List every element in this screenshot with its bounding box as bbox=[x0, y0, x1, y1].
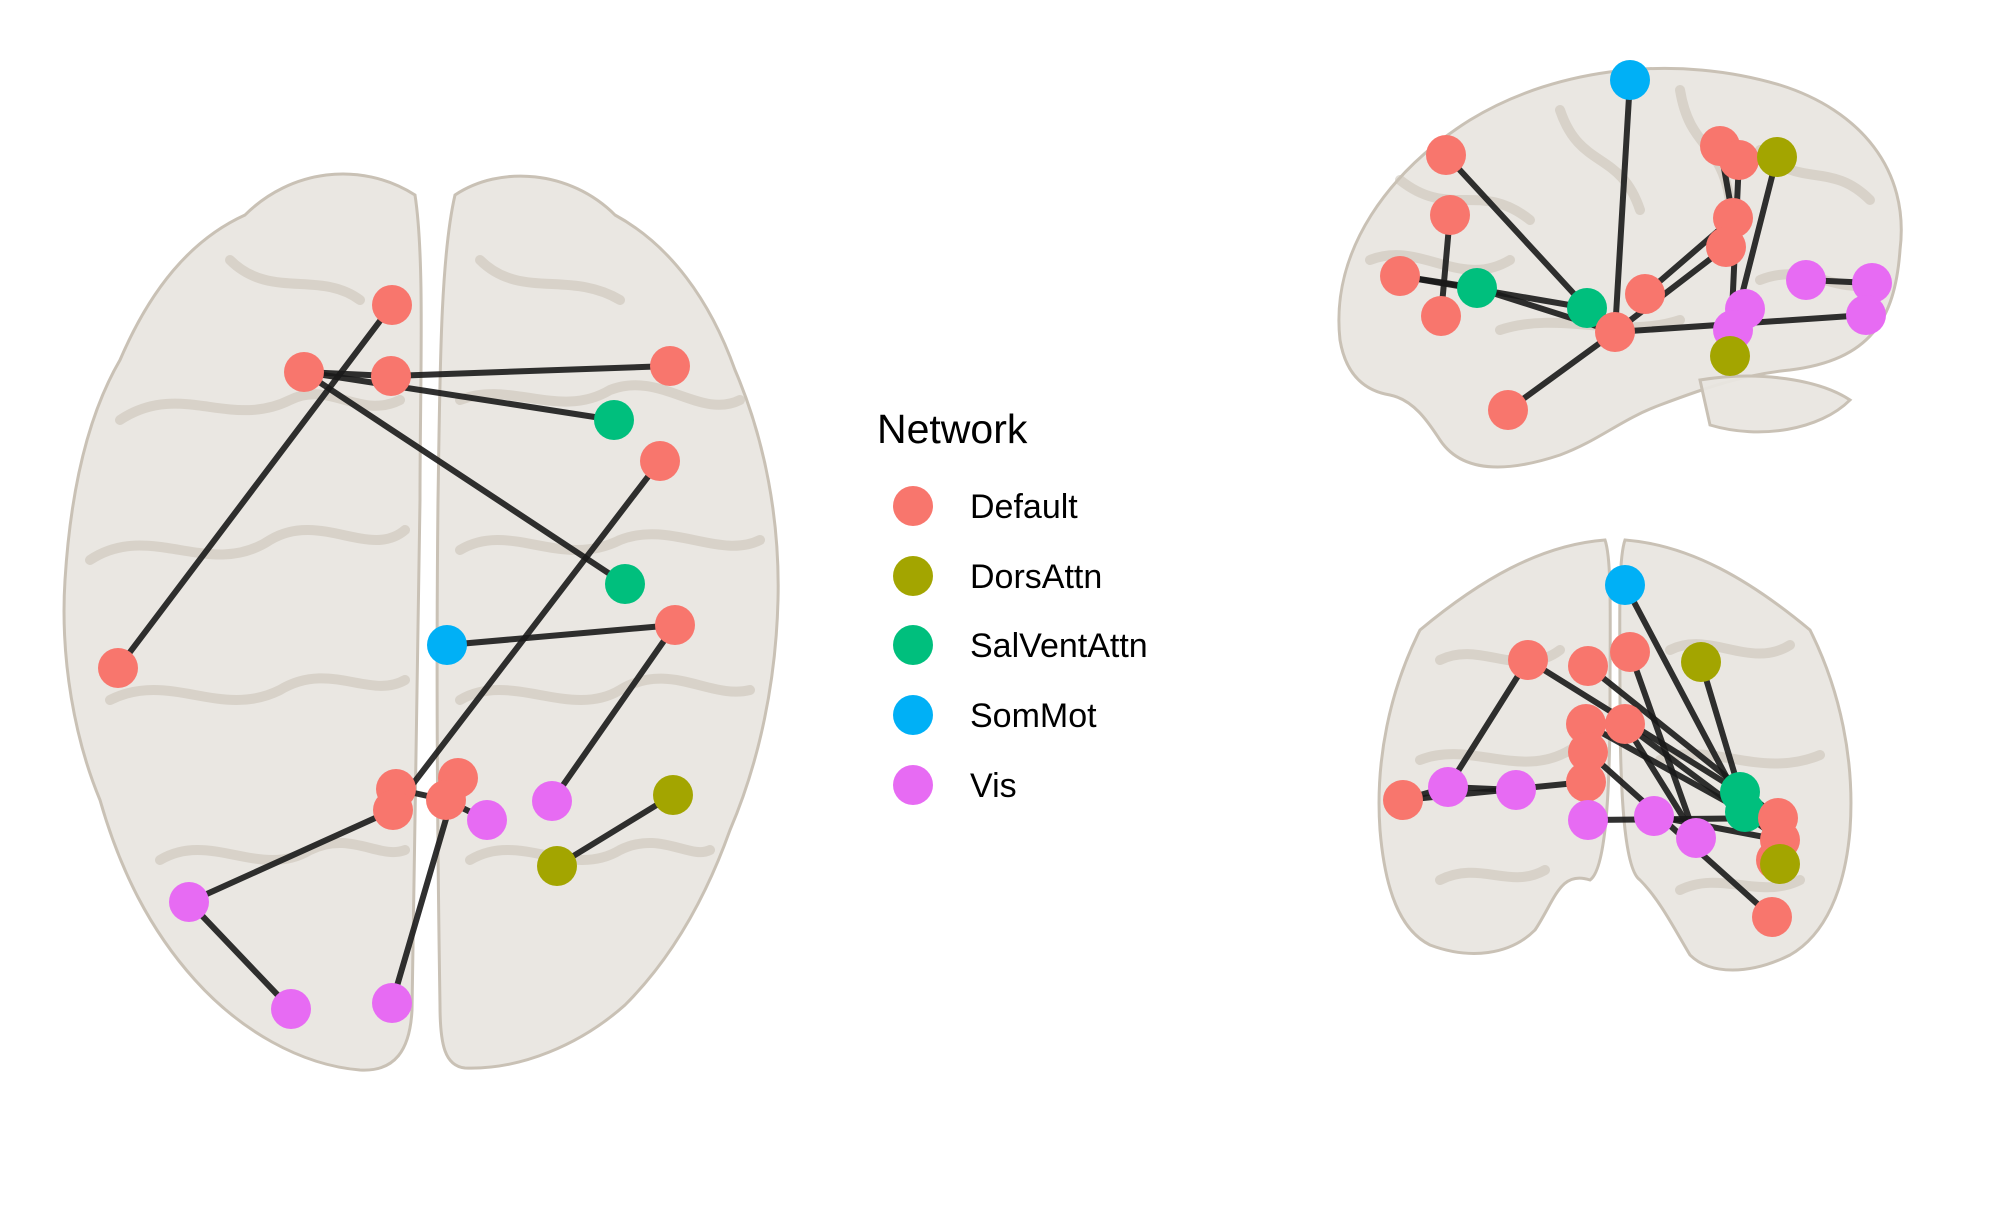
axial-node-vis bbox=[169, 882, 209, 922]
coronal-node-vis bbox=[1496, 770, 1536, 810]
axial-node-vis bbox=[532, 781, 572, 821]
sagittal-node-dorsattn bbox=[1710, 336, 1750, 376]
sagittal-node-sommot bbox=[1610, 60, 1650, 100]
coronal-node-vis bbox=[1634, 796, 1674, 836]
sagittal-node-vis bbox=[1786, 260, 1826, 300]
sagittal-node-vis bbox=[1852, 263, 1892, 303]
coronal-node-default bbox=[1508, 640, 1548, 680]
coronal-node-default bbox=[1605, 704, 1645, 744]
sagittal-node-default bbox=[1595, 312, 1635, 352]
legend-label-salventattn: SalVentAttn bbox=[970, 627, 1148, 665]
axial-node-salventattn bbox=[605, 564, 645, 604]
axial-node-default bbox=[372, 285, 412, 325]
coronal-node-default bbox=[1383, 780, 1423, 820]
sagittal-edge bbox=[1443, 152, 1590, 311]
legend-item-sommot: SomMot bbox=[893, 695, 1097, 735]
coronal-node-dorsattn bbox=[1760, 844, 1800, 884]
axial-node-sommot bbox=[427, 625, 467, 665]
sagittal-node-default bbox=[1488, 390, 1528, 430]
sagittal-node-default bbox=[1426, 135, 1466, 175]
coronal-node-vis bbox=[1568, 800, 1608, 840]
legend-item-vis: Vis bbox=[893, 765, 1017, 805]
legend-swatch-dorsattn bbox=[893, 556, 933, 596]
axial-left-hemisphere bbox=[62, 172, 423, 1072]
axial-node-default bbox=[640, 441, 680, 481]
axial-node-default bbox=[284, 352, 324, 392]
coronal-node-vis bbox=[1676, 818, 1716, 858]
sagittal-node-default bbox=[1706, 227, 1746, 267]
coronal-node-default bbox=[1610, 632, 1650, 672]
sagittal-cerebellum bbox=[1698, 374, 1853, 434]
axial-edge bbox=[388, 363, 673, 379]
axial-node-dorsattn bbox=[653, 775, 693, 815]
sagittal-node-default bbox=[1625, 274, 1665, 314]
legend-title: Network bbox=[877, 406, 1028, 452]
axial-node-default bbox=[373, 790, 413, 830]
sagittal-edge bbox=[1612, 244, 1729, 335]
legend-swatch-vis bbox=[893, 765, 933, 805]
legend-item-salventattn: SalVentAttn bbox=[893, 625, 1148, 665]
axial-edge bbox=[549, 622, 678, 804]
axial-edge bbox=[186, 807, 396, 905]
axial-node-default bbox=[650, 346, 690, 386]
legend-swatch-sommot bbox=[893, 695, 933, 735]
coronal-node-default bbox=[1568, 732, 1608, 772]
sagittal-node-vis bbox=[1846, 295, 1886, 335]
sagittal-edge bbox=[1505, 329, 1618, 413]
coronal-node-dorsattn bbox=[1681, 642, 1721, 682]
axial-edge bbox=[301, 369, 628, 587]
axial-edge bbox=[115, 302, 395, 671]
axial-node-default bbox=[655, 605, 695, 645]
coronal-node-default bbox=[1568, 646, 1608, 686]
axial-edge bbox=[554, 792, 676, 869]
axial-right-hemisphere bbox=[435, 174, 780, 1070]
sagittal-edge bbox=[1612, 77, 1633, 335]
axial-edge bbox=[186, 899, 294, 1012]
axial-edge bbox=[301, 369, 617, 423]
sagittal-node-dorsattn bbox=[1757, 137, 1797, 177]
coronal-node-default bbox=[1566, 762, 1606, 802]
legend-swatch-default bbox=[893, 486, 933, 526]
legend-item-dorsattn: DorsAttn bbox=[893, 556, 1102, 596]
coronal-edge bbox=[1627, 649, 1699, 841]
legend-swatch-salventattn bbox=[893, 625, 933, 665]
coronal-node-vis bbox=[1428, 767, 1468, 807]
sagittal-node-salventattn bbox=[1457, 268, 1497, 308]
legend-label-dorsattn: DorsAttn bbox=[970, 558, 1102, 596]
region-nodes bbox=[98, 60, 1892, 1029]
axial-node-vis bbox=[372, 983, 412, 1023]
coronal-edge bbox=[1622, 721, 1699, 841]
axial-node-vis bbox=[271, 989, 311, 1029]
coronal-edge bbox=[1698, 659, 1743, 795]
legend-label-sommot: SomMot bbox=[970, 697, 1097, 735]
network-legend: Network Default DorsAttn SalVentAttn Som… bbox=[877, 406, 1148, 805]
axial-edge bbox=[444, 622, 678, 648]
axial-node-vis bbox=[467, 800, 507, 840]
axial-node-default bbox=[426, 780, 466, 820]
coronal-node-salventattn bbox=[1725, 792, 1765, 832]
legend-item-default: Default bbox=[893, 486, 1078, 526]
sagittal-node-default bbox=[1421, 296, 1461, 336]
coronal-edge bbox=[1651, 813, 1783, 843]
coronal-edge bbox=[1445, 657, 1531, 790]
coronal-node-default bbox=[1752, 897, 1792, 937]
sagittal-node-salventattn bbox=[1567, 288, 1607, 328]
axial-node-default bbox=[371, 356, 411, 396]
sagittal-node-default bbox=[1430, 195, 1470, 235]
axial-node-dorsattn bbox=[537, 846, 577, 886]
sagittal-node-default bbox=[1380, 256, 1420, 296]
axial-folds bbox=[85, 255, 765, 865]
coronal-brain-view bbox=[1377, 538, 1853, 972]
axial-node-default bbox=[98, 648, 138, 688]
coronal-node-sommot bbox=[1605, 565, 1645, 605]
legend-label-default: Default bbox=[970, 488, 1078, 526]
axial-node-salventattn bbox=[594, 400, 634, 440]
legend-label-vis: Vis bbox=[970, 767, 1017, 805]
sagittal-node-default bbox=[1719, 140, 1759, 180]
